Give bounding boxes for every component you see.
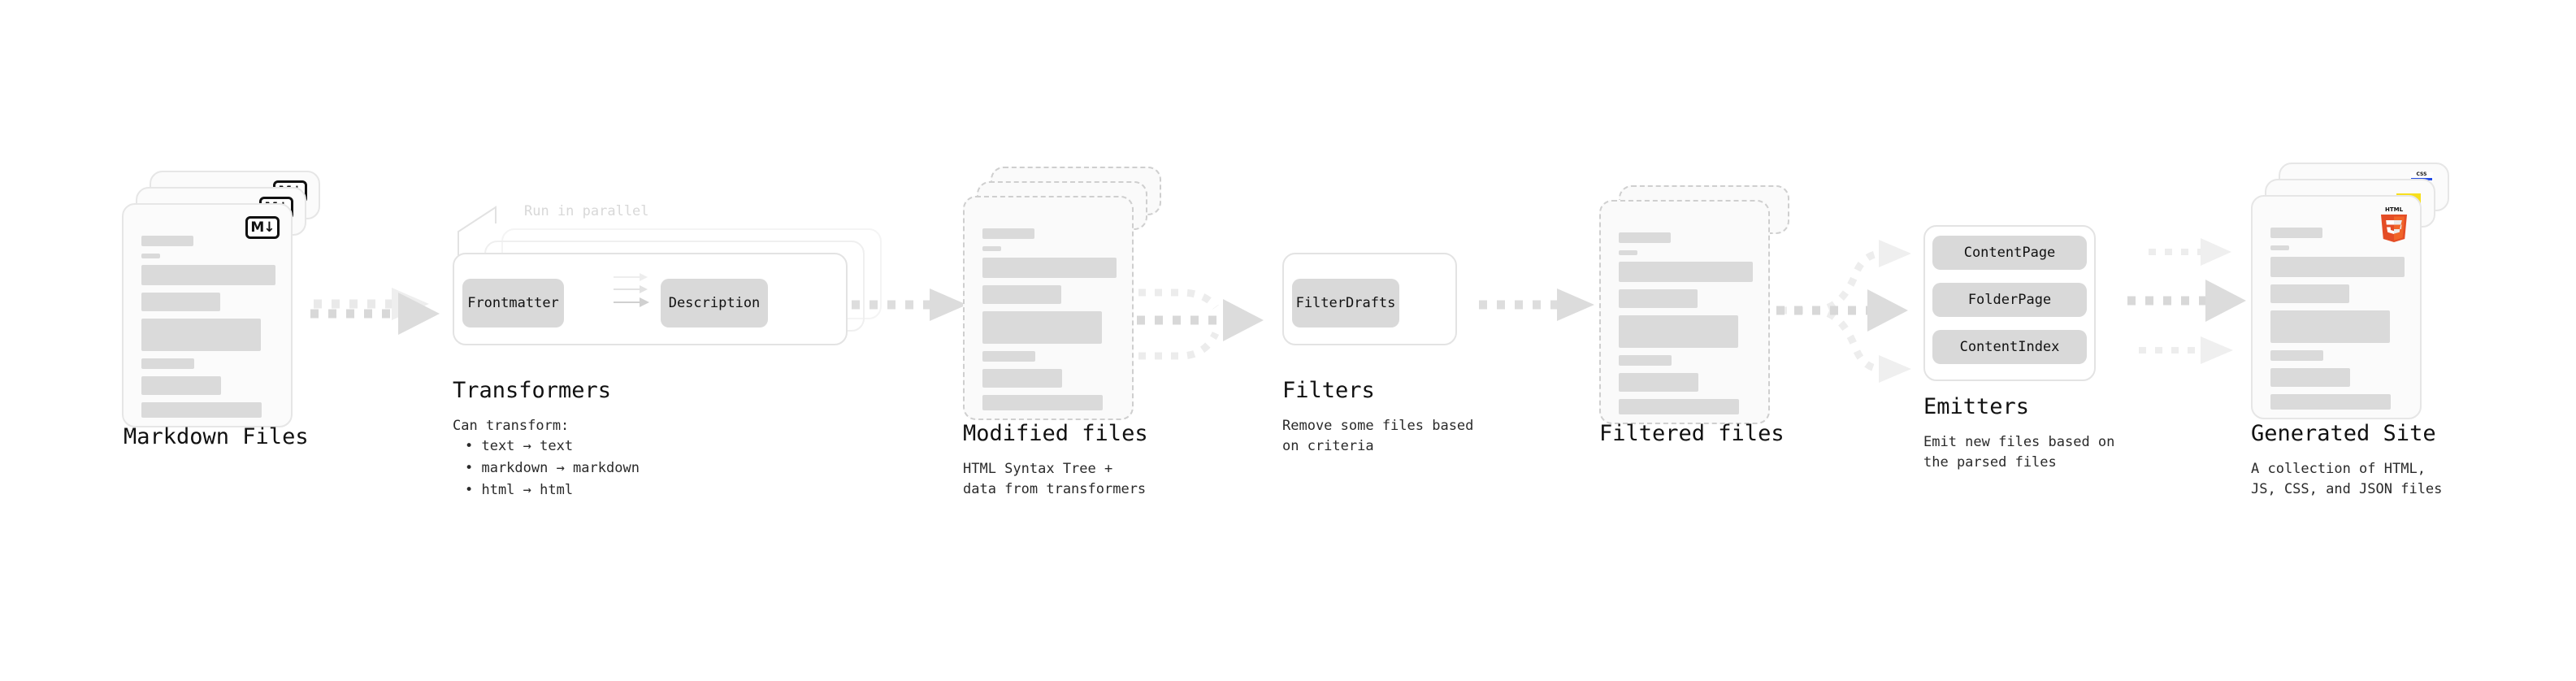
content-bar <box>141 376 221 395</box>
filtered-files-stack <box>1599 185 1811 429</box>
content-bar <box>982 369 1062 388</box>
emitter-node-contentpage[interactable]: ContentPage <box>1932 236 2087 270</box>
markdown-files-title: Markdown Files <box>124 424 309 449</box>
content-bar <box>141 293 220 311</box>
filtered-file-card-front <box>1599 200 1770 424</box>
generated-site-title: Generated Site <box>2251 421 2436 446</box>
filter-node-filterdrafts[interactable]: FilterDrafts <box>1292 279 1399 327</box>
arrow-emitters-to-site <box>2127 238 2246 364</box>
content-bar <box>982 395 1103 410</box>
content-bar <box>141 402 262 418</box>
filtered-files-title: Filtered files <box>1599 421 1785 446</box>
content-bar <box>141 358 194 369</box>
content-bar <box>982 246 1001 251</box>
content-bar <box>2270 284 2349 303</box>
content-bar <box>141 265 275 285</box>
transformers-title: Transformers <box>453 378 612 403</box>
modified-files-stack <box>963 167 1174 420</box>
content-bar <box>141 254 160 258</box>
transformer-node-frontmatter[interactable]: Frontmatter <box>462 279 564 327</box>
content-bar <box>1619 262 1753 282</box>
transformers-bullet-2: • markdown → markdown <box>465 460 640 476</box>
content-bar <box>141 236 193 246</box>
emitter-node-contentindex[interactable]: ContentIndex <box>1932 330 2087 364</box>
arrow-modified-to-filters-merge <box>1137 288 1264 360</box>
modified-files-title: Modified files <box>963 421 1148 446</box>
generated-site-sub-1: A collection of HTML, <box>2251 461 2426 477</box>
html5-badge-icon: HTML <box>2378 205 2410 242</box>
content-bar <box>141 319 261 351</box>
markdown-file-card-front: M↓ <box>122 203 293 427</box>
transformers-bullet-1: • text → text <box>465 438 574 454</box>
transformers-subtitle: Can transform: <box>453 418 570 434</box>
modified-files-sub-1: HTML Syntax Tree + <box>963 461 1113 477</box>
markdown-files-stack: M↓ M↓ M↓ <box>122 171 333 427</box>
transformers-bullet-3: • html → html <box>465 482 574 498</box>
content-bar <box>2270 310 2390 343</box>
content-bar <box>1619 373 1698 392</box>
content-bar <box>1619 355 1672 366</box>
filters-sub-1: Remove some files based <box>1282 418 1474 434</box>
content-bar <box>982 311 1102 344</box>
content-bar <box>2270 245 2289 250</box>
modified-file-card-front <box>963 196 1134 420</box>
content-bar <box>982 228 1034 239</box>
modified-files-sub-2: data from transformers <box>963 481 1147 497</box>
document-content-bars <box>1619 232 1754 422</box>
document-content-bars <box>982 228 1117 418</box>
content-bar <box>982 258 1117 278</box>
markdown-badge-icon: M↓ <box>245 216 280 239</box>
arrow-filtered-to-emitters-fanout <box>1776 240 1911 383</box>
emitters-title: Emitters <box>1923 394 2030 419</box>
content-bar <box>1619 250 1637 255</box>
run-in-parallel-label: Run in parallel <box>524 203 649 219</box>
run-in-parallel-bracket <box>458 206 497 260</box>
filters-sub-2: on criteria <box>1282 438 1374 454</box>
content-bar <box>2270 368 2350 387</box>
content-bar <box>1619 315 1738 348</box>
emitter-node-folderpage[interactable]: FolderPage <box>1932 283 2087 317</box>
content-bar <box>1619 232 1671 243</box>
transformer-inner-arrows <box>614 273 649 307</box>
site-file-card-html: HTML <box>2251 195 2422 419</box>
arrow-filters-to-filtered <box>1479 288 1594 321</box>
content-bar <box>2270 350 2323 361</box>
content-bar <box>1619 289 1698 308</box>
content-bar <box>2270 394 2391 410</box>
document-content-bars <box>141 236 276 425</box>
content-bar <box>982 351 1035 362</box>
html5-logo-svg: HTML <box>2381 206 2407 242</box>
content-bar <box>982 285 1061 304</box>
arrow-markdown-to-transformers <box>310 288 440 335</box>
emitters-sub-2: the parsed files <box>1923 454 2057 471</box>
content-bar <box>2270 228 2322 238</box>
css-badge-label: CSS <box>2416 171 2427 177</box>
document-content-bars <box>2270 228 2405 417</box>
svg-text:HTML: HTML <box>2385 206 2404 213</box>
arrow-transformers-to-modified <box>852 288 967 321</box>
generated-site-sub-2: JS, CSS, and JSON files <box>2251 481 2443 497</box>
emitters-sub-1: Emit new files based on <box>1923 434 2115 450</box>
content-bar <box>2270 257 2405 277</box>
transformer-node-description[interactable]: Description <box>661 279 768 327</box>
content-bar <box>1619 399 1739 414</box>
generated-site-stack: CSS HTML <box>2251 163 2462 419</box>
filters-title: Filters <box>1282 378 1375 403</box>
